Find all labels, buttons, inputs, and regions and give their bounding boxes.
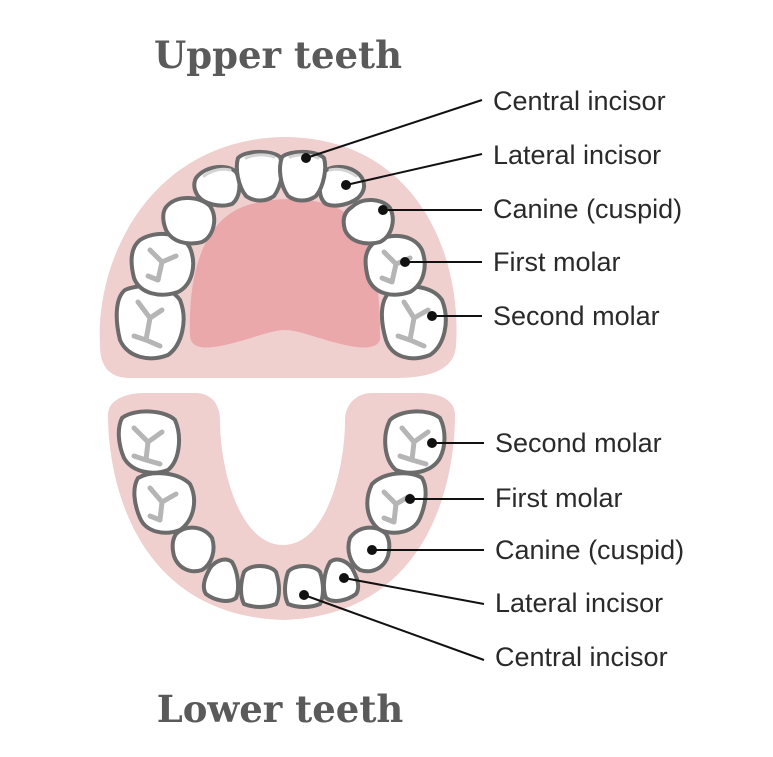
leader-upper-lateral-incisor	[345, 153, 483, 186]
lower-lateral-incisor-left	[201, 557, 241, 603]
upper-lateral-incisor-right-shade	[328, 167, 358, 178]
lower-central-incisor-left	[239, 564, 281, 609]
leader-dot	[427, 438, 437, 448]
label-upper-second-molar: Second molar	[493, 301, 660, 331]
leader-dot	[378, 205, 388, 215]
label-lower-first-molar: First molar	[495, 483, 623, 513]
lower-first-molar-left-groove	[147, 485, 179, 523]
lower-jaw	[108, 393, 455, 620]
upper-teeth-title: Upper teeth	[154, 33, 402, 77]
upper-palate	[189, 199, 381, 348]
leader-dot	[339, 573, 349, 583]
label-upper-central-incisor: Central incisor	[493, 86, 666, 116]
leader-lower-lateral-incisor	[343, 577, 485, 605]
lower-labels: Second molar First molar Canine (cuspid)…	[495, 428, 684, 672]
label-upper-canine: Canine (cuspid)	[493, 194, 682, 224]
leader-dot	[405, 494, 415, 504]
lower-central-incisor-right	[283, 564, 325, 609]
upper-jaw	[99, 137, 457, 378]
leader-lower-central-incisor	[303, 594, 485, 661]
label-lower-lateral-incisor: Lateral incisor	[495, 588, 663, 618]
label-lower-central-incisor: Central incisor	[495, 642, 668, 672]
leader-dot	[400, 257, 410, 267]
leader-dot	[299, 590, 309, 600]
leader-dot	[341, 180, 351, 190]
upper-leader-lines	[301, 99, 483, 321]
upper-teeth	[114, 149, 448, 361]
label-upper-lateral-incisor: Lateral incisor	[493, 140, 661, 170]
lower-teeth-title: Lower teeth	[157, 687, 404, 731]
lower-canine-left	[170, 525, 216, 574]
label-lower-second-molar: Second molar	[495, 428, 662, 458]
lower-leader-lines	[299, 438, 485, 661]
leader-dot	[427, 311, 437, 321]
lower-teeth	[116, 409, 447, 609]
upper-central-incisor-left	[234, 149, 284, 203]
upper-second-molar-left-groove	[131, 299, 165, 349]
upper-lateral-incisor-left	[192, 164, 242, 208]
leader-upper-central-incisor	[305, 99, 483, 159]
leader-dot	[301, 153, 311, 163]
label-upper-first-molar: First molar	[493, 247, 621, 277]
lower-second-molar-left-groove	[131, 425, 165, 467]
upper-lateral-incisor-left-shade	[202, 167, 232, 178]
upper-central-incisor-right	[278, 149, 328, 203]
upper-labels: Central incisor Lateral incisor Canine (…	[493, 86, 682, 331]
upper-second-molar-right-groove	[395, 299, 431, 349]
label-lower-canine: Canine (cuspid)	[495, 535, 684, 565]
leader-dot	[367, 545, 377, 555]
upper-canine-left	[161, 196, 217, 246]
upper-central-incisor-left-shade	[244, 153, 276, 160]
upper-first-molar-left-groove	[145, 247, 179, 283]
lower-second-molar-right-groove	[397, 425, 431, 467]
